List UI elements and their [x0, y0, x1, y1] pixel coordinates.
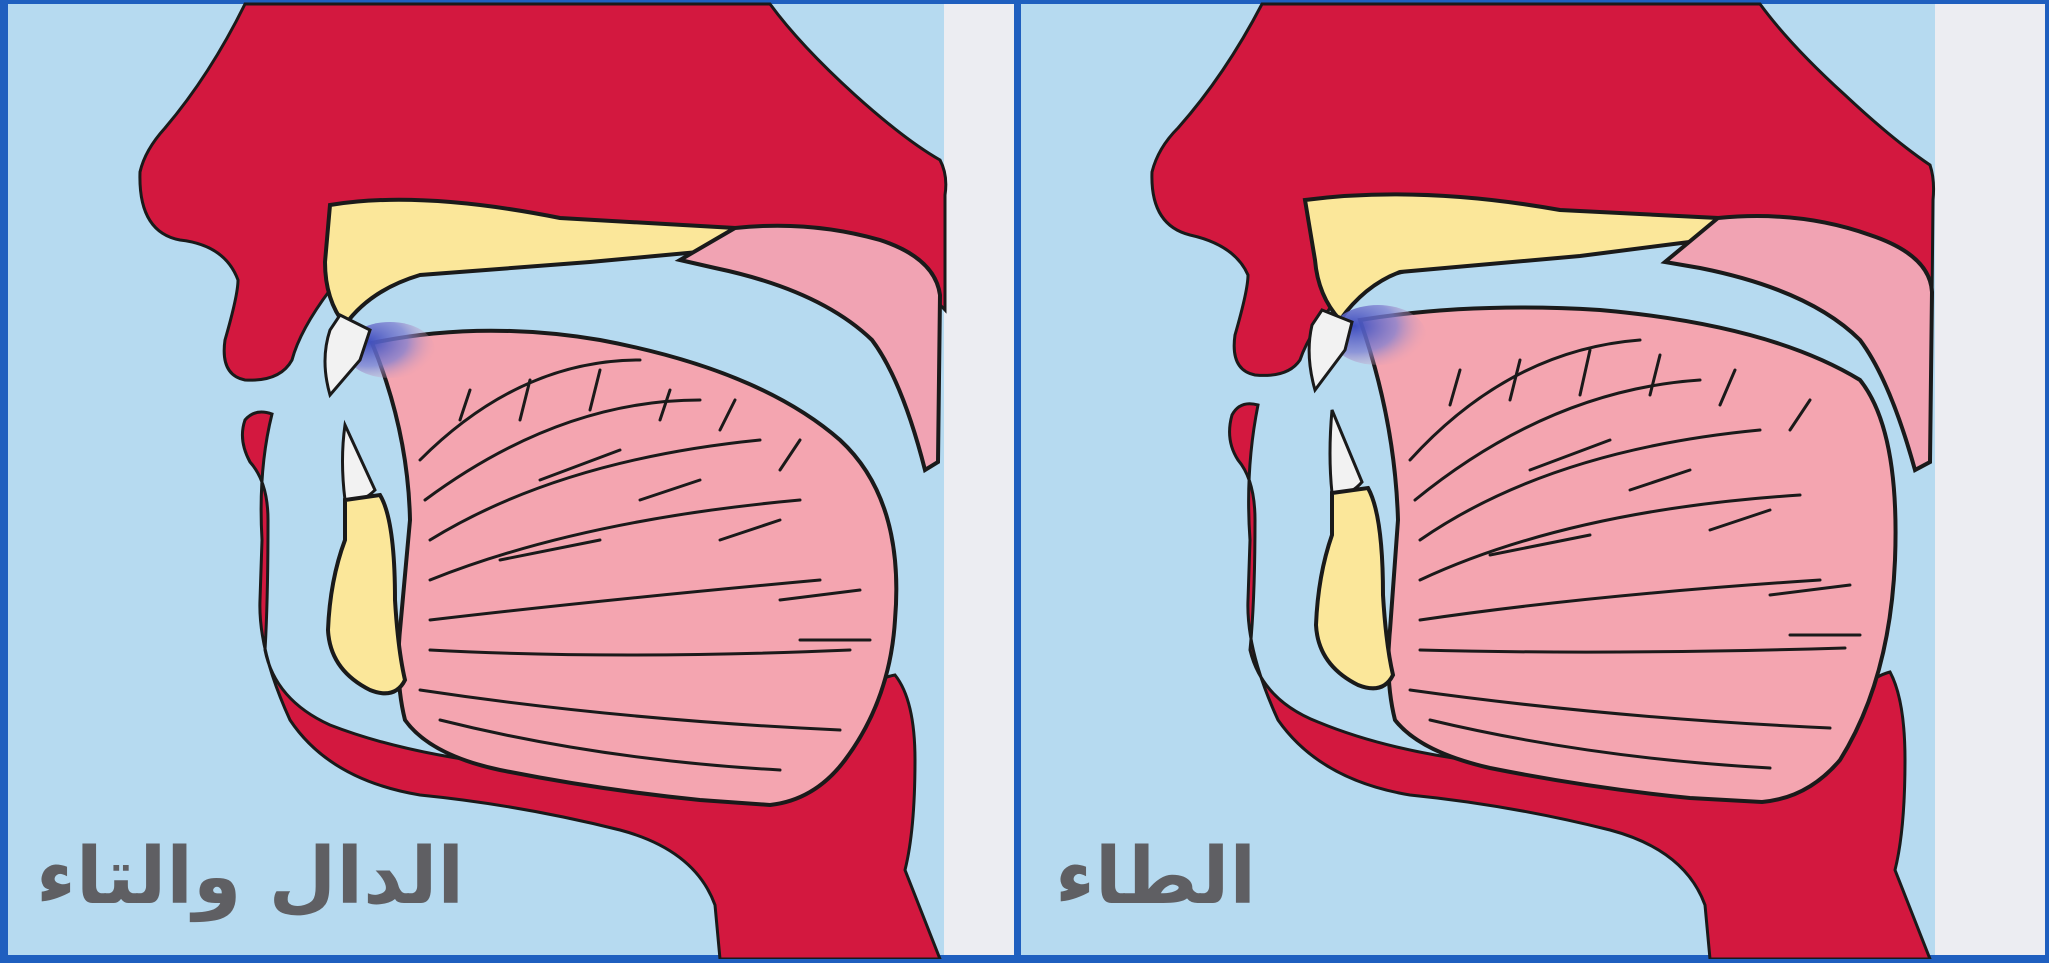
- panel-right-label: الطاء: [1055, 838, 1256, 916]
- panel-left-label: الدال والتاء: [36, 838, 464, 916]
- throat-back-gap-right: [1935, 4, 2045, 955]
- panel-right: [1021, 4, 2045, 959]
- panel-left: [8, 4, 1014, 959]
- throat-back-gap-left: [944, 4, 1014, 955]
